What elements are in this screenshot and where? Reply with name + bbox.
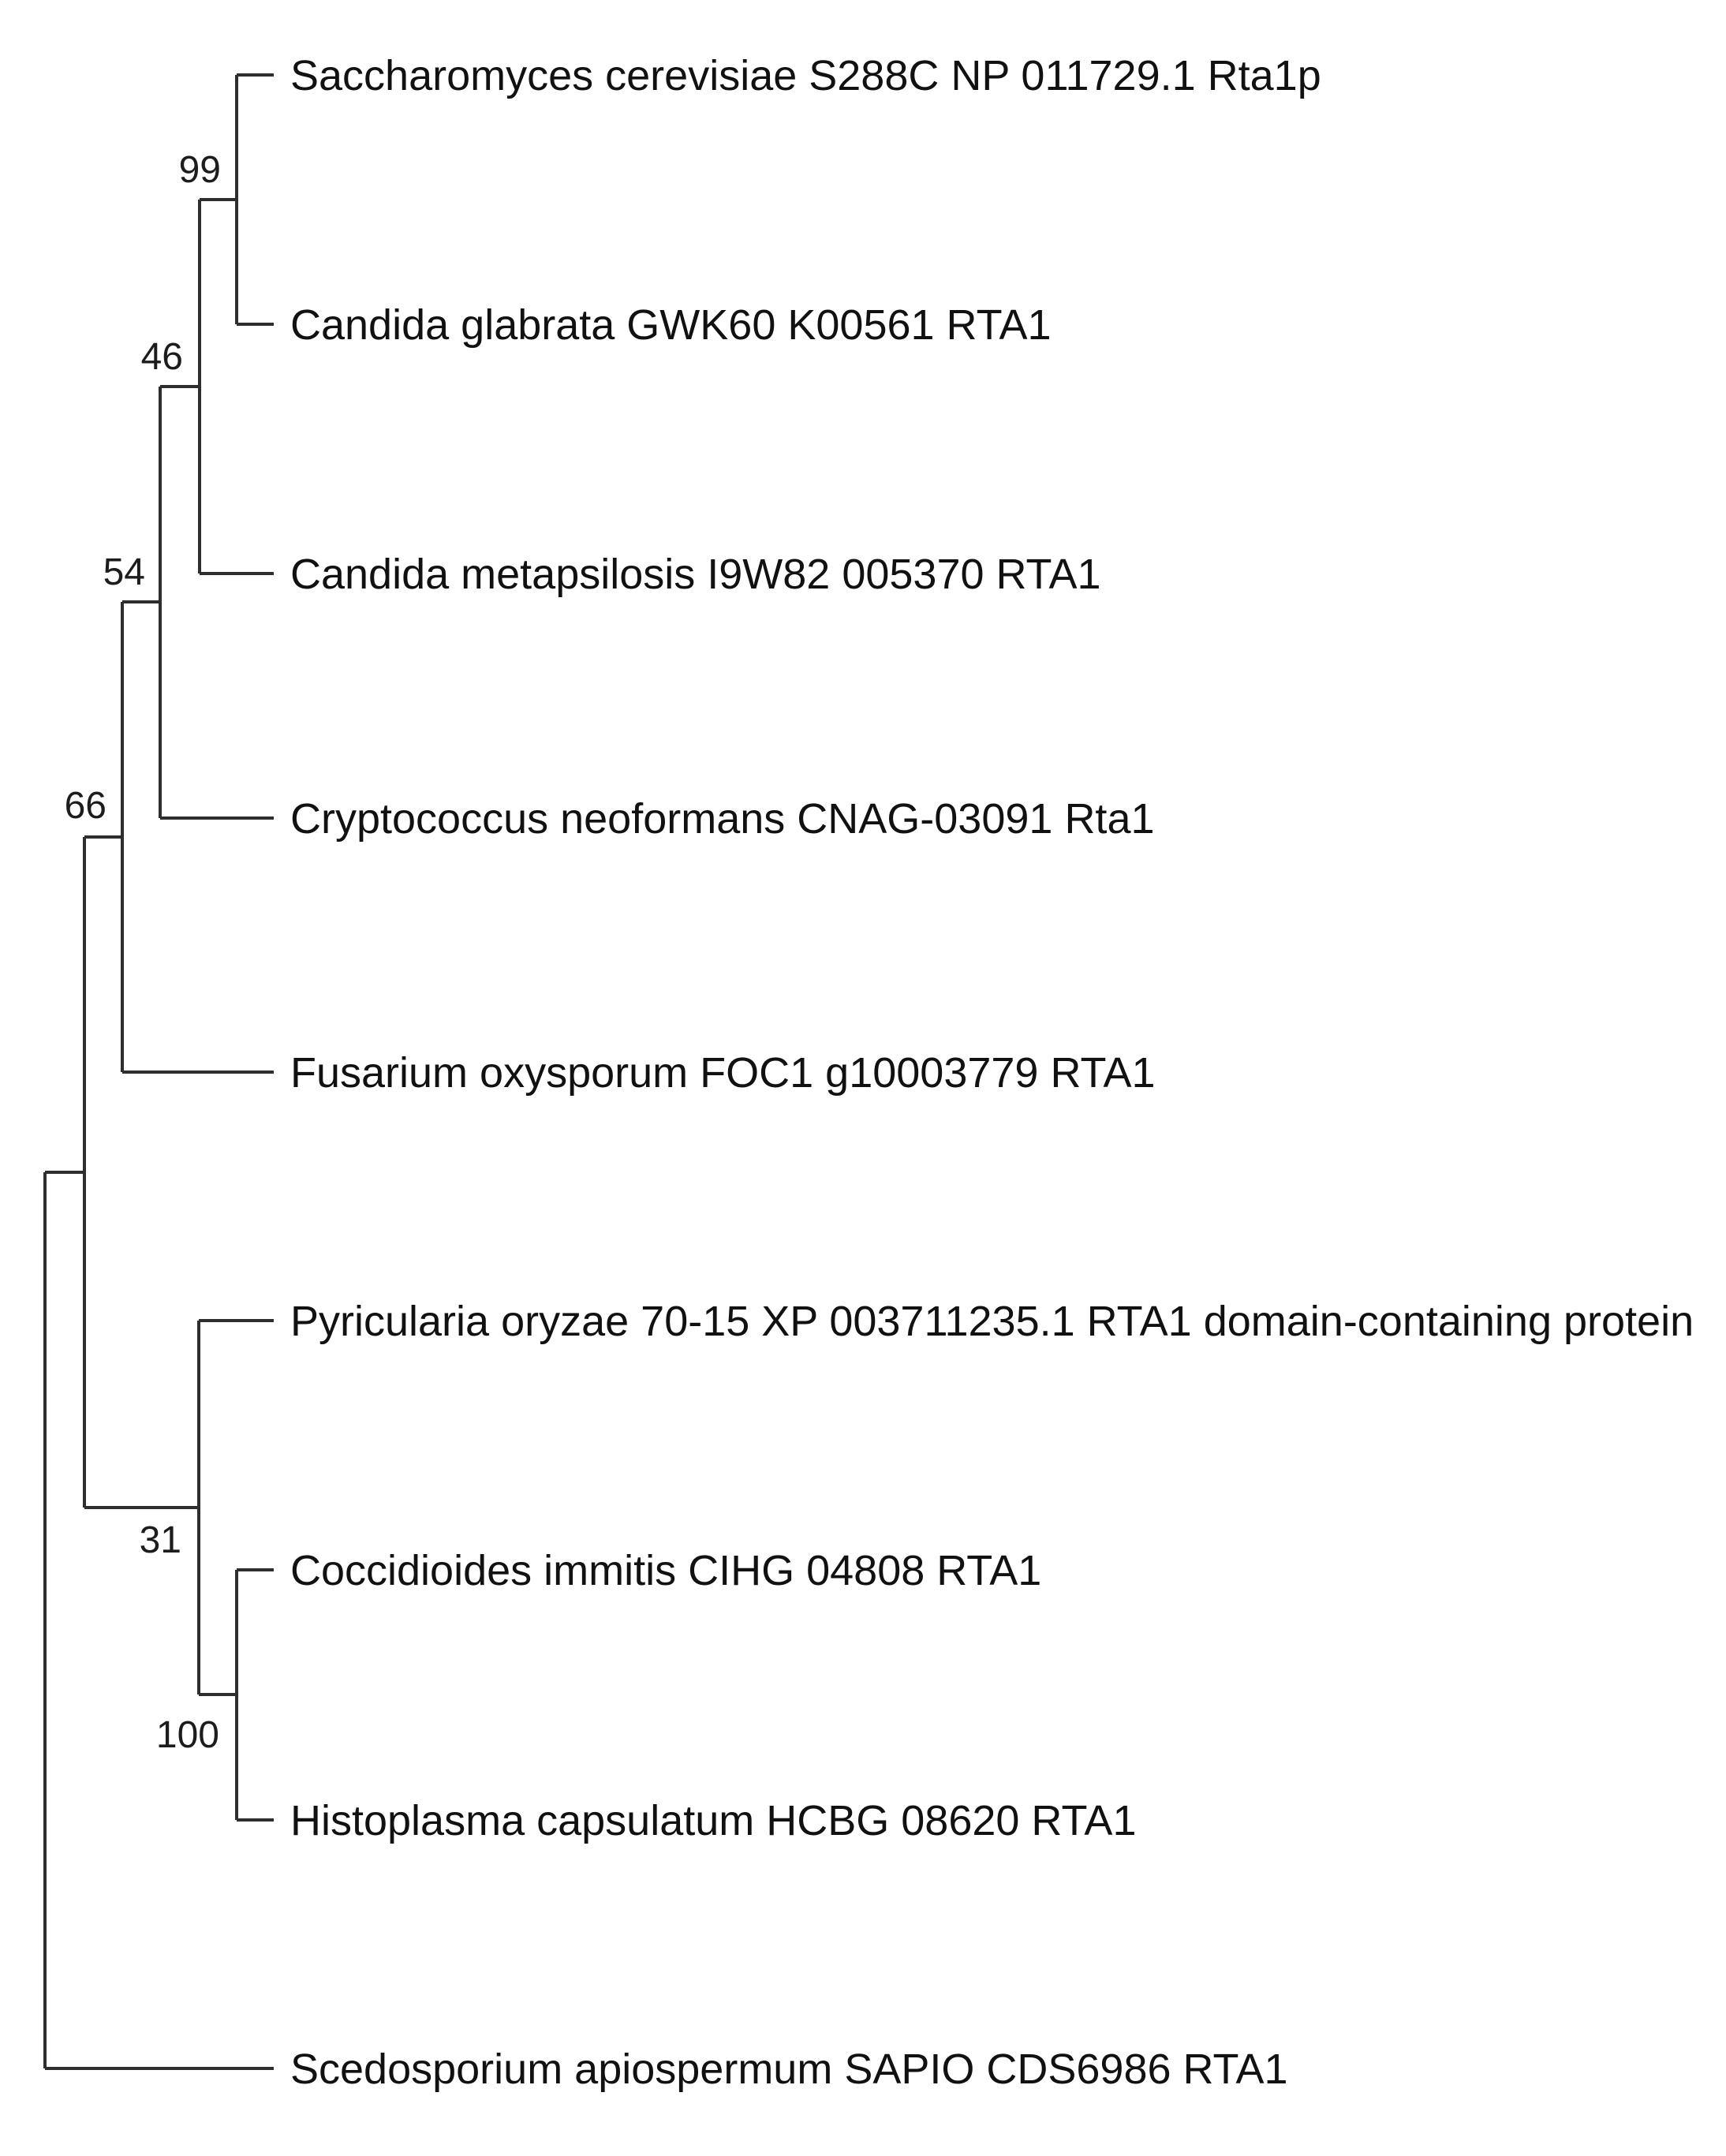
bootstrap-label-66: 66 — [65, 785, 106, 827]
bootstrap-label-54: 54 — [103, 551, 145, 593]
taxon-label-saccharomyces-cerevisiae: Saccharomyces cerevisiae S288C NP 011729… — [290, 52, 1321, 99]
taxon-label-fusarium-oxysporum: Fusarium oxysporum FOC1 g10003779 RTA1 — [290, 1049, 1156, 1097]
taxon-label-cryptococcus-neoformans: Cryptococcus neoformans CNAG-03091 Rta1 — [290, 795, 1155, 843]
taxon-label-candida-metapsilosis: Candida metapsilosis I9W82 005370 RTA1 — [290, 551, 1101, 598]
bootstrap-label-31: 31 — [140, 1519, 181, 1561]
bootstrap-label-46: 46 — [141, 336, 183, 378]
taxon-label-candida-glabrata: Candida glabrata GWK60 K00561 RTA1 — [290, 301, 1052, 349]
taxon-label-histoplasma-capsulatum: Histoplasma capsulatum HCBG 08620 RTA1 — [290, 1797, 1137, 1844]
bootstrap-label-100: 100 — [156, 1714, 219, 1756]
taxon-label-scedosporium-apiospermum: Scedosporium apiospermum SAPIO CDS6986 R… — [290, 2046, 1288, 2093]
taxon-label-coccidioides-immitis: Coccidioides immitis CIHG 04808 RTA1 — [290, 1547, 1041, 1594]
taxon-label-pyricularia-oryzae: Pyricularia oryzae 70-15 XP 003711235.1 … — [290, 1298, 1694, 1345]
bootstrap-label-99: 99 — [179, 149, 221, 191]
